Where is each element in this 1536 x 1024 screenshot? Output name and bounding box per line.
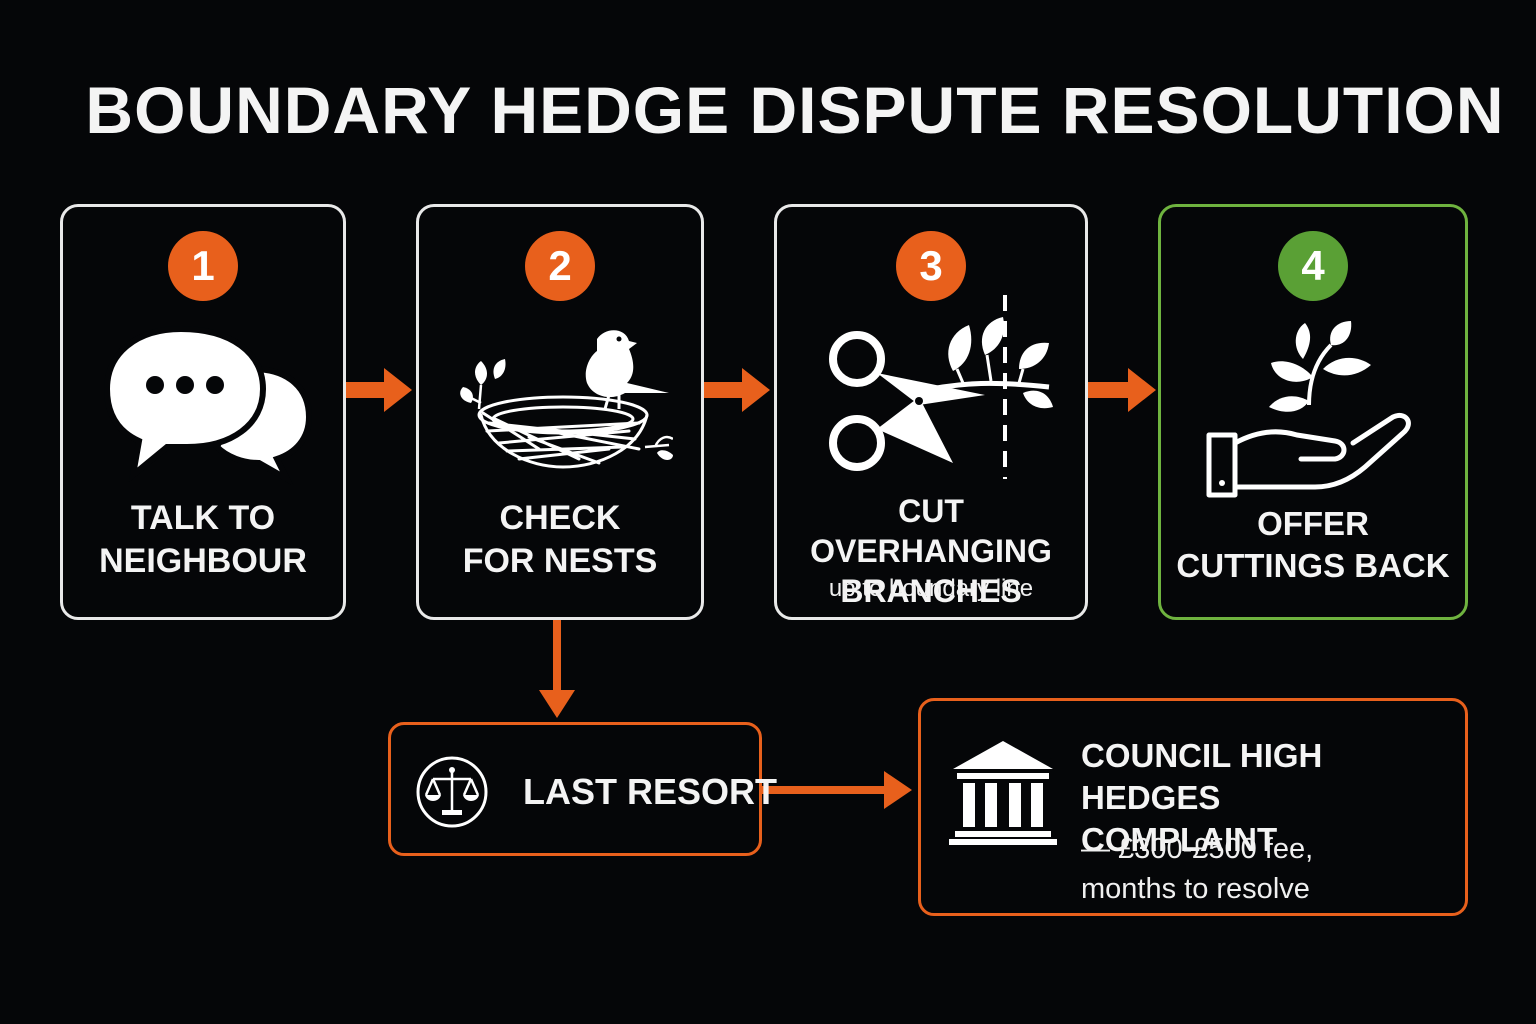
step-number-badge: 2 [525,231,595,301]
page-title: BOUNDARY HEDGE DISPUTE RESOLUTION [85,73,1505,147]
step-label-line2: BRANCHES [840,573,1022,609]
arrow-step1-to-step2 [345,368,412,412]
council-fee-note: — £300-£500 fee, [1081,833,1314,865]
arrow-step2-to-last-resort [539,620,575,718]
step-number-badge: 1 [168,231,238,301]
council-complaint-box: COUNCIL HIGH HEDGES COMPLAINT — £300-£50… [918,698,1468,916]
step-card-check-for-nests: 2 CHECK FOR NESTS [416,204,704,620]
step-number-badge: 3 [896,231,966,301]
scales-icon [416,756,488,828]
step-label-line1: CHECK [499,499,621,537]
step-note: up to boundary line [828,575,1034,602]
bird-nest-icon [460,330,673,469]
courthouse-icon [949,741,1057,845]
step-label-line2: NEIGHBOUR [99,542,307,580]
last-resort-box: LAST RESORT [388,722,777,856]
step-label-line1: CUT OVERHANGING [810,493,1052,569]
council-duration-note: months to resolve [1081,873,1310,905]
step-card-offer-cuttings-back: 4 OFFER CUTTINGS BACK [1158,204,1468,620]
last-resort-label: LAST RESORT [523,771,778,812]
speech-bubbles-icon [103,325,313,485]
step-number-badge: 4 [1278,231,1348,301]
council-title-line2: COMPLAINT [1081,821,1278,858]
step-label-line1: TALK TO [130,499,276,537]
arrow-step3-to-step4 [1088,368,1156,412]
step-label-line1: OFFER [1257,505,1369,542]
scissors-branch-icon [829,295,1053,479]
arrow-step2-to-step3 [704,368,770,412]
hand-plant-icon [1206,321,1411,498]
step-label-line2: CUTTINGS BACK [1176,547,1450,584]
arrow-last-resort-to-council [762,771,912,809]
step-card-cut-overhanging-branches: 3 CUT OVERHANGING BRANCHES up to boundar… [774,204,1088,620]
council-title-line1: COUNCIL HIGH HEDGES [1081,737,1323,816]
step-card-talk-to-neighbour: 1 TALK TO NEIGHBOUR [60,204,346,620]
step-label-line2: FOR NESTS [462,542,658,580]
